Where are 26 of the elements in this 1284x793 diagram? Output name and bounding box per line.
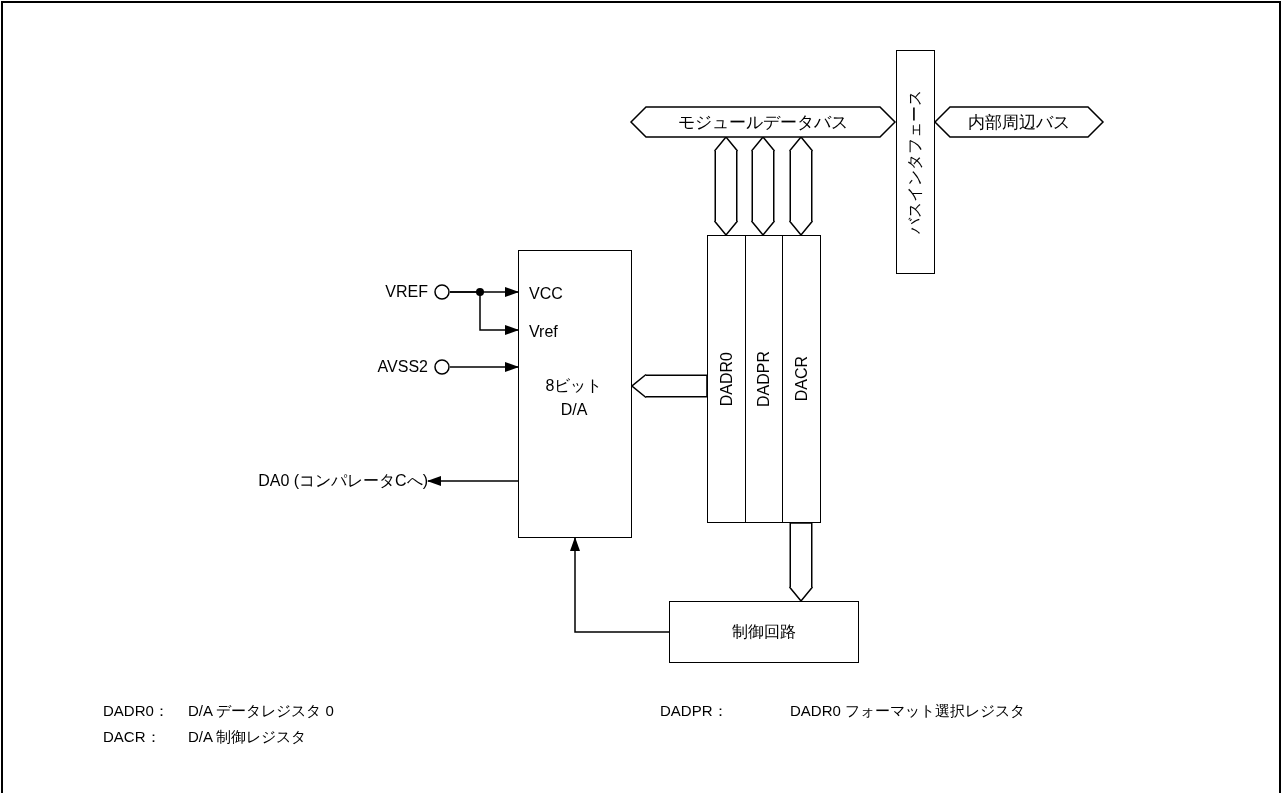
description-text: D/A 制御レジスタ bbox=[188, 728, 307, 747]
abbreviation-label: DADPR： bbox=[660, 702, 728, 721]
converter-box: VCC Vref 8ビット D/A bbox=[518, 250, 632, 538]
register-box: DADPR bbox=[745, 235, 783, 523]
bus-label-hexagon: 内部周辺バス bbox=[935, 107, 1103, 137]
register-box: DADR0 bbox=[707, 235, 746, 523]
register-box: DACR bbox=[782, 235, 821, 523]
arrow bbox=[427, 476, 519, 486]
arrow bbox=[449, 291, 519, 335]
bus-arrow bbox=[750, 136, 776, 236]
bus-arrow bbox=[631, 373, 707, 399]
bus-arrow bbox=[788, 523, 814, 602]
bus-label-hexagon: モジュールデータバス bbox=[631, 107, 895, 137]
bus-arrow bbox=[788, 136, 814, 236]
description-text: D/A データレジスタ 0 bbox=[188, 702, 334, 721]
pin-terminal: VREF bbox=[380, 282, 450, 302]
bus-arrow bbox=[713, 136, 739, 236]
interface-box: バスインタフェース bbox=[896, 50, 935, 274]
description-text: DADR0 フォーマット選択レジスタ bbox=[790, 702, 1025, 721]
abbreviation-label: DACR： bbox=[103, 728, 161, 747]
arrow bbox=[570, 537, 670, 633]
arrow bbox=[449, 362, 519, 372]
control-circuit-box: 制御回路 bbox=[669, 601, 859, 663]
output-label: DA0 (コンパレータCへ) bbox=[150, 470, 428, 492]
abbreviation-label: DADR0： bbox=[103, 702, 169, 721]
pin-terminal: AVSS2 bbox=[370, 357, 450, 377]
